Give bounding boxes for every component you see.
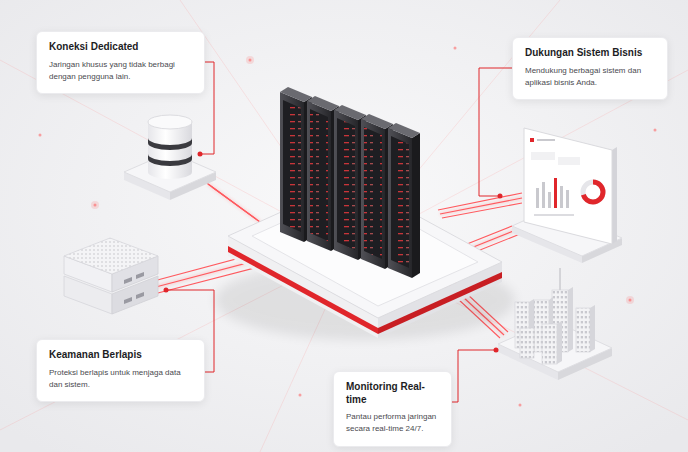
glow-dots [39,47,657,407]
callout-box: Keamanan BerlapisProteksi berlapis untuk… [36,339,205,402]
chart-bar [536,188,539,208]
glow-dot [299,394,302,397]
screen-edge [612,147,617,244]
screen-card [558,157,580,165]
glow-dot [519,404,522,407]
rack-top [361,114,393,129]
callout-box: Monitoring Real-timePantau performa jari… [333,371,452,447]
callout-title: Dukungan Sistem Bisnis [525,47,655,60]
building-side [568,287,573,352]
building-side [590,305,595,352]
hw-port [136,292,144,299]
rack-front [361,119,385,269]
callout-text: Proteksi berlapis untuk menjaga data dan… [49,367,181,392]
rack-front [280,92,304,242]
rack-leds [391,136,409,268]
leader-line [479,68,512,196]
callout-title: Keamanan Berlapis [49,349,192,362]
db-body [148,122,192,179]
wire [212,187,264,225]
screen-heading-bar [537,139,555,141]
leader-line [452,350,496,402]
server-rack [388,123,420,278]
screen-logo [530,138,534,142]
leader-dot [198,152,203,157]
rack-front [334,110,358,260]
glow-halo [246,56,254,64]
screen-line [534,214,574,216]
wire [440,198,522,214]
rack-leds [337,118,355,250]
callout-title: Monitoring Real-time [346,381,439,406]
server-racks [280,87,420,278]
hw-port [124,297,132,304]
rack-top [280,87,312,102]
callout-text: Jaringan khusus yang tidak berbagi denga… [49,59,189,84]
wire [442,203,522,218]
donut-track [583,182,603,202]
rack-leds [310,109,328,241]
rack-top [388,123,420,138]
rack-front [307,101,331,251]
building-spire [560,268,561,290]
leader-lines [166,62,512,402]
database-icon [124,115,216,200]
rack-top [307,96,339,111]
chart-bar [566,190,569,208]
leader-dot [164,288,169,293]
glow-halo [626,296,634,304]
db-band [148,138,192,150]
rack-leds [364,127,382,259]
rack-side [412,133,420,278]
rack-front [388,128,412,278]
leader-dot [498,194,503,199]
ray [180,0,352,250]
glow-dot [654,129,657,132]
chart-bar [554,178,557,208]
glow-dot [39,134,42,137]
wire-glow-line [440,198,522,214]
glow-dot [454,47,457,50]
building [520,328,534,358]
db-top [148,115,192,129]
db-band [148,154,192,166]
donut-value [583,182,603,202]
hw-port [124,277,132,284]
hw-port [136,272,144,279]
wire [462,226,512,246]
rack-leds [283,100,301,232]
chart-bar [548,192,551,208]
glow-halo [91,201,99,209]
screen-card [531,152,555,160]
callout-box: Koneksi DedicatedJaringan khusus yang ti… [36,31,205,94]
hw-top [64,238,158,274]
chart-bar [560,186,563,208]
leader-dot [494,348,499,353]
callout-text: Pantau performa jaringan secara real-tim… [346,411,439,436]
building [576,308,590,352]
callout-box: Dukungan Sistem BisnisMendukung berbagai… [512,37,668,100]
callout-title: Koneksi Dedicated [49,41,192,54]
leader-dots [164,152,503,353]
hardware-box [64,238,158,314]
building [542,324,557,364]
screen [524,128,612,244]
callout-text: Mendukung berbagai sistem dan aplikasi b… [525,65,653,90]
city-buildings [498,268,612,380]
rack-top [334,105,366,120]
dashboard-monitor [512,128,622,263]
chart-bar [542,182,545,208]
building-side [557,321,562,364]
